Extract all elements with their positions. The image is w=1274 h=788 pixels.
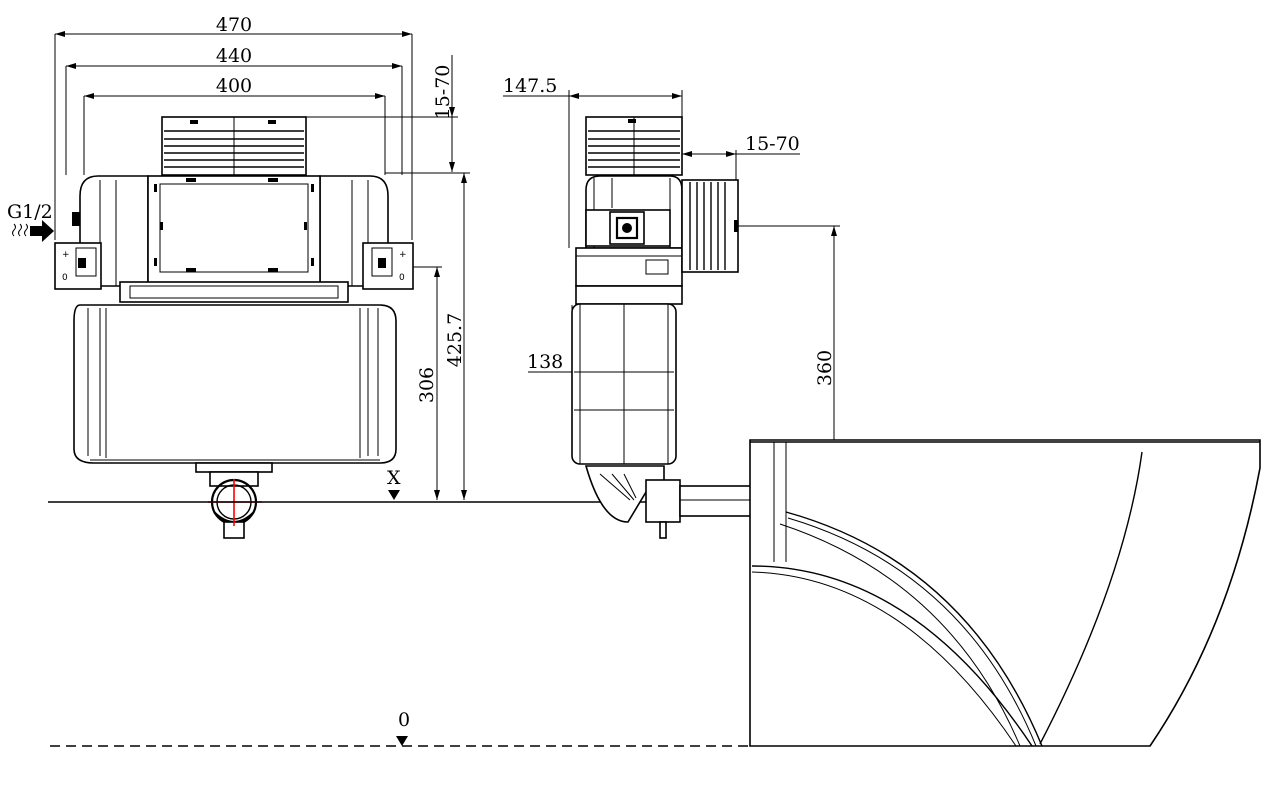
svg-text:0: 0 xyxy=(62,273,68,283)
level-x-marker: X xyxy=(387,467,401,500)
dimension-440: 440 xyxy=(65,45,403,175)
front-left-bracket: + 0 xyxy=(54,212,102,290)
side-connector-ribs xyxy=(681,179,739,273)
level-zero-marker: 0 xyxy=(396,709,410,746)
dimension-360-label: 360 xyxy=(814,350,836,386)
dimension-15-70-left: 15-70 xyxy=(305,55,458,172)
dimension-425-7: 425.7 xyxy=(385,172,470,500)
dimension-470-label: 470 xyxy=(216,14,252,36)
svg-text:0: 0 xyxy=(399,273,405,283)
dimension-400: 400 xyxy=(83,75,386,175)
dimension-440-label: 440 xyxy=(216,45,252,67)
dimension-147-5-label: 147.5 xyxy=(503,75,557,97)
front-upper-housing xyxy=(79,175,389,303)
dimension-147-5: 147.5 xyxy=(503,75,683,248)
water-inlet-label: G1/2 xyxy=(7,201,53,223)
toilet-bowl xyxy=(749,439,1261,747)
dimension-15-70-right-label: 15-70 xyxy=(745,133,800,155)
dimension-470: 470 xyxy=(54,14,413,240)
front-flush-outlet xyxy=(195,462,273,539)
water-inlet-marker: G1/2 xyxy=(7,201,54,242)
dimension-400-label: 400 xyxy=(216,75,252,97)
dimension-425-7-label: 425.7 xyxy=(444,313,466,367)
svg-text:+: + xyxy=(62,250,70,260)
side-lower-tank xyxy=(571,303,677,465)
dimension-138: 138 xyxy=(527,305,574,380)
front-lower-tank xyxy=(73,304,397,464)
side-top-ribs xyxy=(585,116,683,176)
dimension-360: 360 xyxy=(736,225,840,500)
front-top-ribs xyxy=(161,116,307,176)
dimension-306-label: 306 xyxy=(416,367,438,403)
dimension-15-70-right: 15-70 xyxy=(682,133,800,182)
dimension-15-70-left-label: 15-70 xyxy=(432,65,454,120)
svg-text:+: + xyxy=(399,250,407,260)
side-upper-housing xyxy=(575,175,683,305)
side-view: 147.5 15-70 138 360 xyxy=(503,75,1261,747)
level-x-label: X xyxy=(387,467,401,489)
dimension-306: 306 xyxy=(402,266,442,500)
front-view: 470 440 400 15-70 xyxy=(7,14,470,539)
level-zero-label: 0 xyxy=(398,709,410,731)
front-right-bracket: + 0 xyxy=(362,242,414,290)
dimension-138-label: 138 xyxy=(527,351,563,373)
